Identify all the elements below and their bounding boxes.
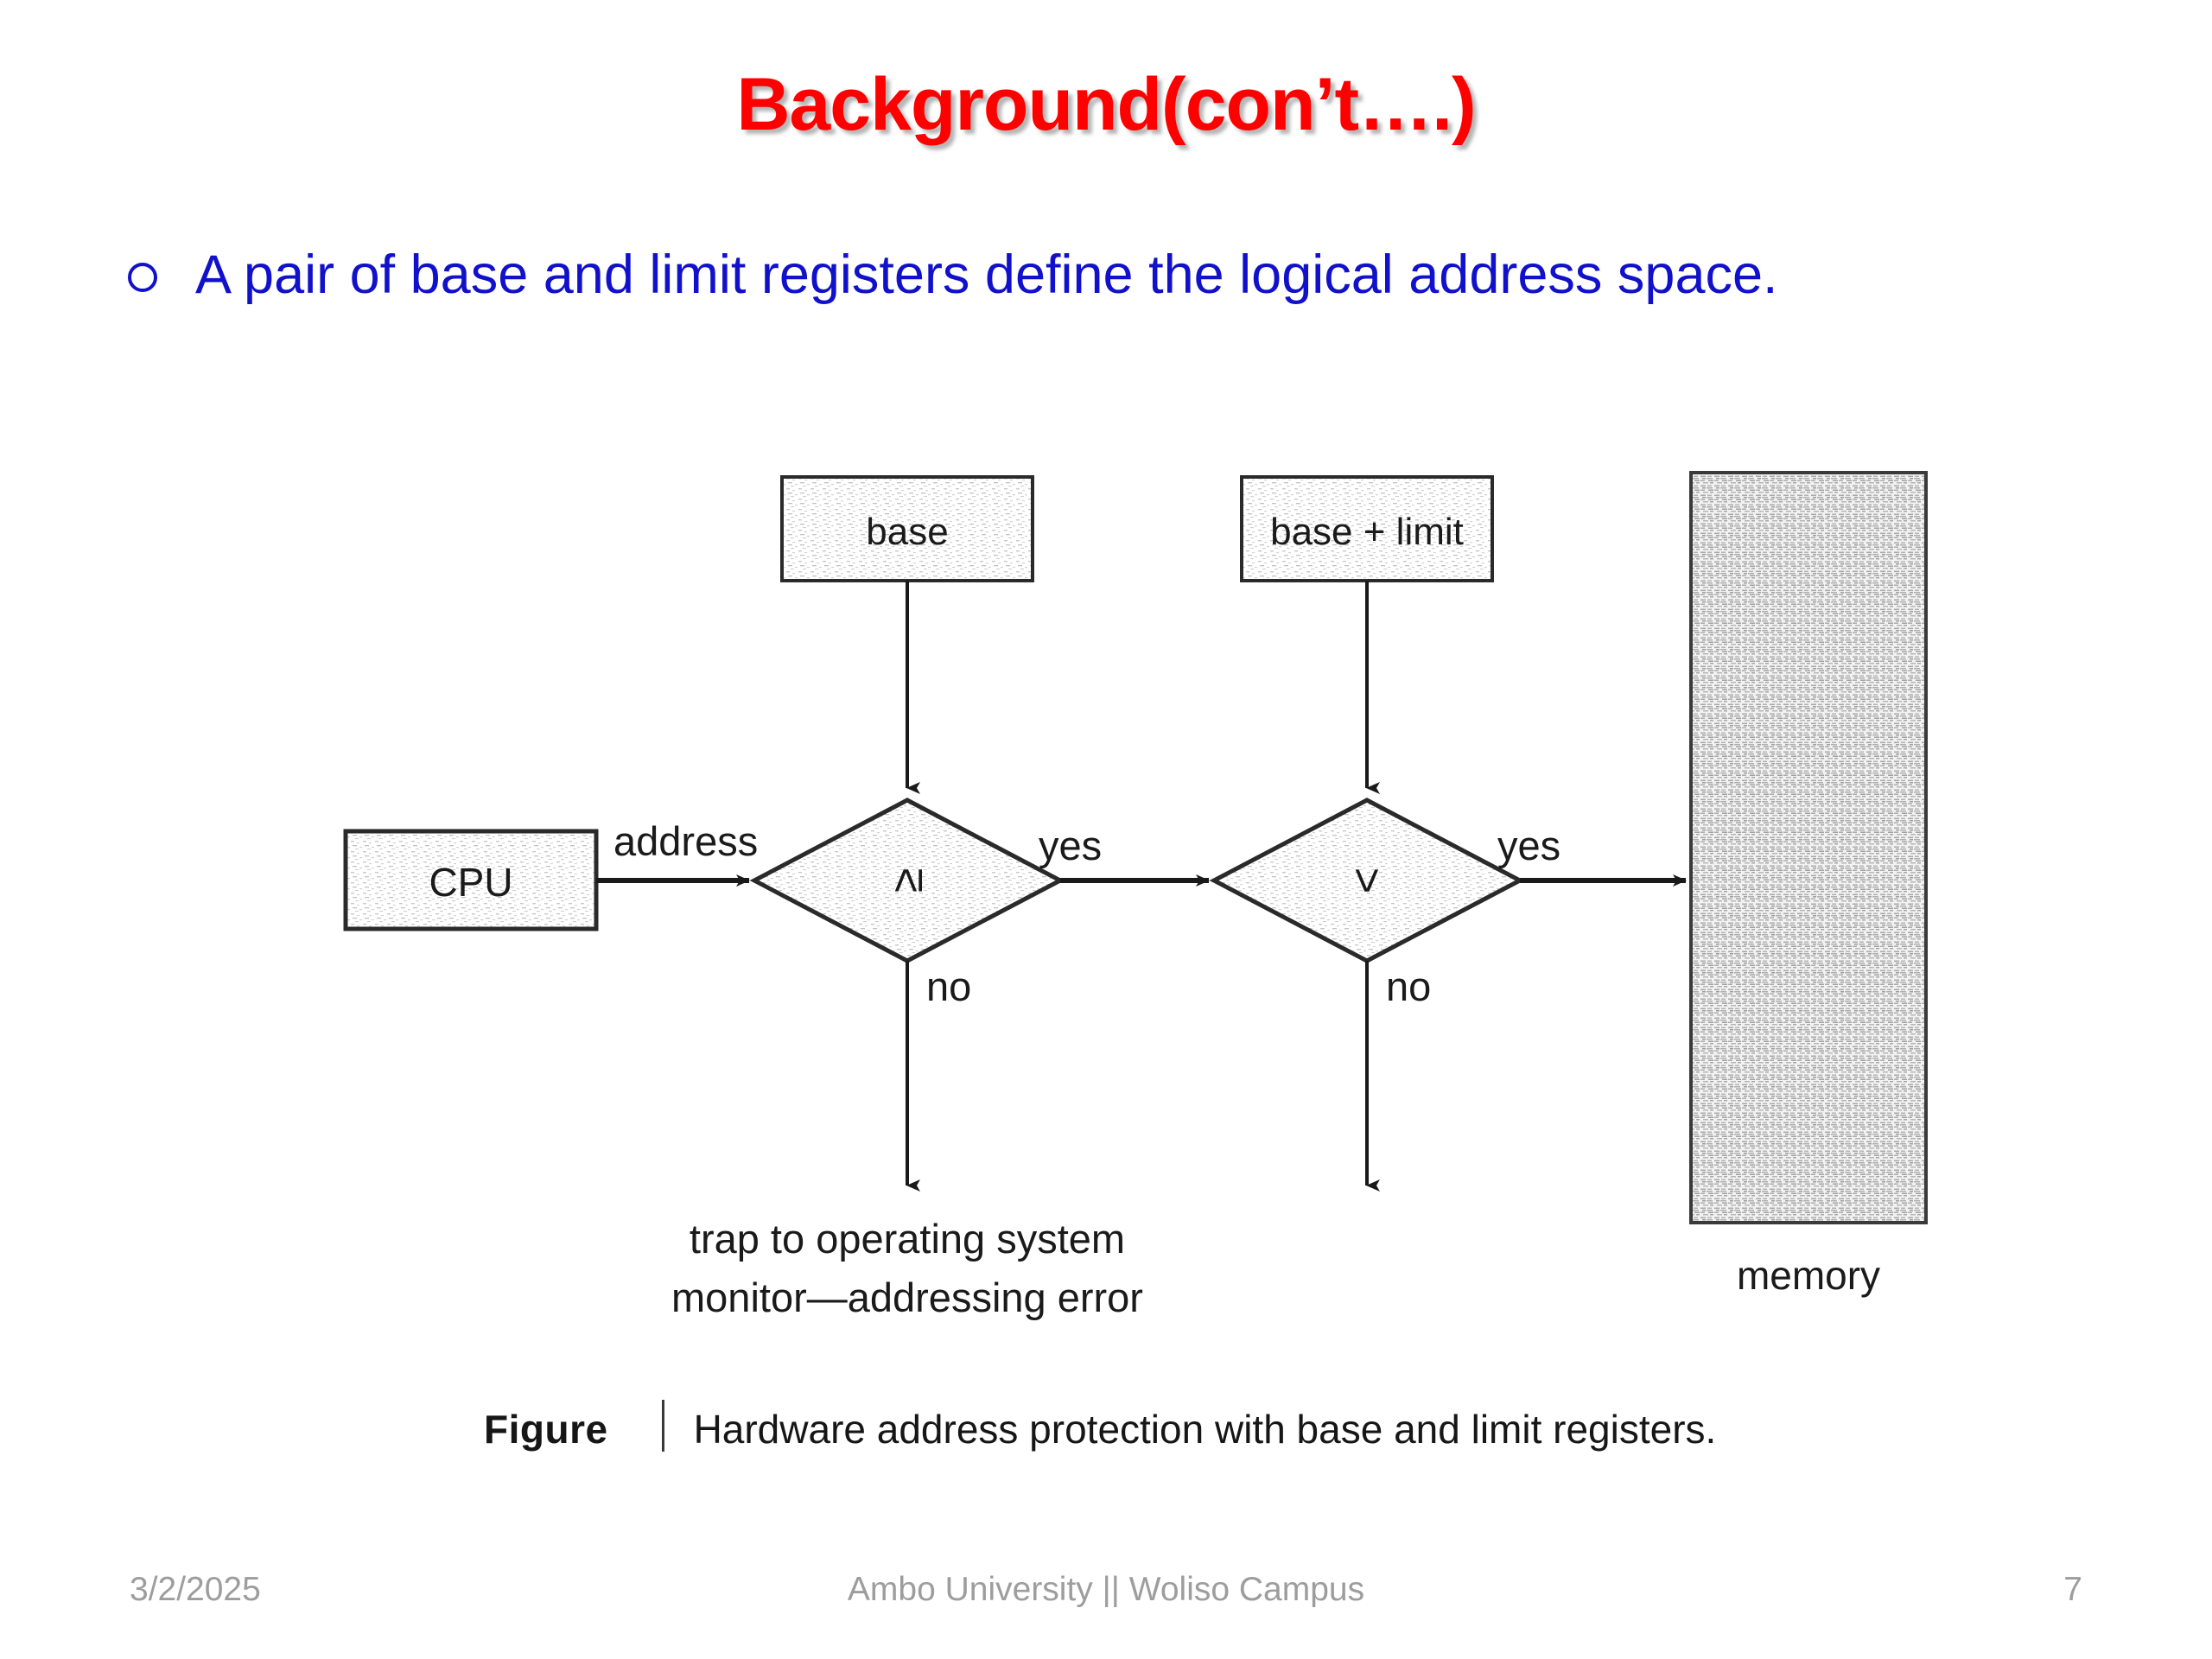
- memory-label: memory: [1737, 1253, 1880, 1298]
- figure-caption-word: Figure: [484, 1407, 608, 1452]
- base-register-box: base: [780, 475, 1034, 582]
- edge-label-yes-one: yes: [1039, 823, 1102, 868]
- base-plus-limit-register-box: base + limit: [1240, 475, 1494, 582]
- footer-date: 3/2/2025: [130, 1571, 261, 1608]
- memory-block: [1689, 471, 1928, 1224]
- edge-label-address: address: [613, 818, 758, 864]
- decision-diamond-less-than: <: [1209, 798, 1525, 963]
- decision-diamond-greater-equal: ≥: [749, 798, 1065, 963]
- circle-outline-bullet-icon: [128, 263, 157, 292]
- bullet-item-text: A pair of base and limit registers defin…: [195, 245, 1778, 305]
- trap-text-line-two: monitor—addressing error: [671, 1274, 1143, 1320]
- footer-organization: Ambo University || Woliso Campus: [847, 1571, 1365, 1608]
- decision-two-symbol: <: [1342, 868, 1392, 893]
- edge-label-no-two: no: [1386, 963, 1431, 1009]
- decision-one-symbol: ≥: [882, 868, 932, 893]
- bullet-list: A pair of base and limit registers defin…: [128, 244, 2072, 307]
- base-plus-limit-register-label: base + limit: [1270, 511, 1464, 553]
- page-title: Background(con’t….): [736, 63, 1476, 146]
- base-register-label: base: [866, 511, 948, 553]
- trap-text-line-one: trap to operating system: [690, 1216, 1125, 1262]
- edge-label-yes-two: yes: [1497, 823, 1560, 868]
- slide-footer: 3/2/2025 Ambo University || Woliso Campu…: [0, 1555, 2212, 1659]
- footer-page-number: 7: [2063, 1571, 2082, 1608]
- edge-label-no-one: no: [926, 963, 971, 1009]
- caption-divider: [661, 1400, 664, 1452]
- figure-caption-text: Hardware address protection with base an…: [693, 1407, 1717, 1452]
- figure-caption: Figure Hardware address protection with …: [484, 1391, 1953, 1452]
- cpu-box: CPU: [343, 829, 599, 931]
- cpu-label: CPU: [429, 860, 512, 905]
